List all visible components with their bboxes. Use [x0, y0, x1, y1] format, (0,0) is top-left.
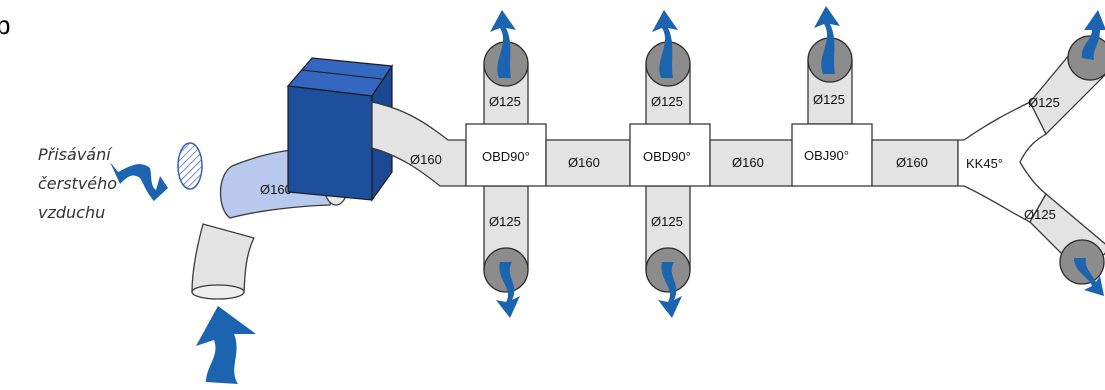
intake-pipe-label: Ø160: [260, 182, 292, 197]
outlet-3-up-arrow-icon: [814, 6, 840, 74]
main-duct-2-label: Ø160: [568, 155, 600, 170]
corner-mark: b: [0, 10, 10, 40]
intake-label-line-2: čerstvého: [38, 174, 117, 193]
intake-bend: [191, 223, 255, 293]
outlet-4-up-arrow-icon: [1081, 10, 1105, 60]
main-duct-4: [871, 139, 959, 187]
branch-2-up-label: Ø125: [651, 94, 683, 109]
intake-label-line-1: Přisávání: [38, 145, 113, 164]
branch-4-up-label: Ø125: [1028, 95, 1060, 110]
fitting-3-label: OBJ90°: [804, 148, 849, 163]
outlet-1-down-arrow-icon: [496, 262, 520, 318]
main-duct-4-label: Ø160: [896, 155, 928, 170]
intake-opening: [191, 284, 245, 300]
bottom-intake-arrow-icon: [196, 306, 256, 384]
fitting-1-label: OBD90°: [482, 149, 530, 164]
branch-4-down-label: Ø125: [1024, 207, 1056, 222]
fitting-4-label: KK45°: [966, 156, 1003, 171]
outlet-2-down-arrow-icon: [658, 262, 682, 318]
main-duct-2: [545, 139, 631, 187]
outlet-2-up-arrow-icon: [652, 10, 678, 78]
branch-2-down-label: Ø125: [651, 214, 683, 229]
outlet-4-down-arrow-icon: [1074, 258, 1104, 296]
fitting-4: [957, 101, 1047, 223]
intake-label: Přisávání čerstvého vzduchu: [38, 145, 117, 222]
main-duct-1-label: Ø160: [410, 152, 442, 167]
intake-label-line-3: vzduchu: [38, 203, 105, 222]
branch-1-up-label: Ø125: [489, 94, 521, 109]
fitting-2-label: OBD90°: [643, 149, 691, 164]
main-duct-3-label: Ø160: [732, 155, 764, 170]
filter-disc: [177, 142, 203, 190]
branch-1-down-label: Ø125: [489, 214, 521, 229]
fitting-3: [791, 123, 873, 187]
outlet-1-up-arrow-icon: [490, 10, 516, 78]
branch-3-up-label: Ø125: [813, 92, 845, 107]
main-duct-3: [709, 139, 795, 187]
intake-air-arrow-icon: [110, 162, 168, 201]
